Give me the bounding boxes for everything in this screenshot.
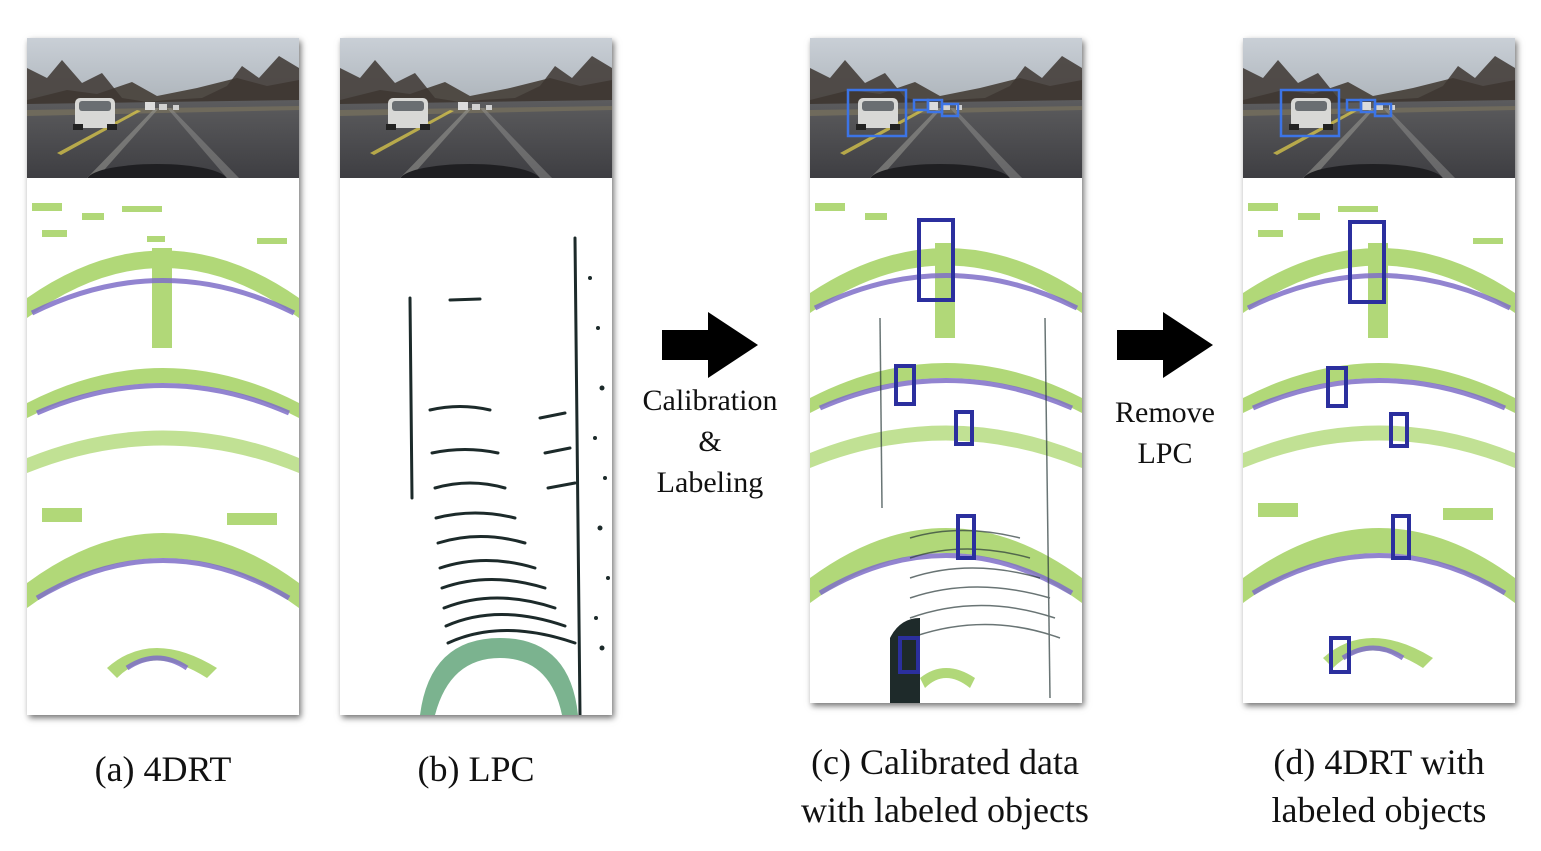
- caption-d: (d) 4DRT with labeled objects: [1229, 738, 1529, 834]
- caption-line: labeled objects: [1271, 790, 1487, 830]
- panel-4drt-labeled: [1243, 38, 1515, 703]
- arrow-label-line: Labeling: [656, 466, 764, 499]
- radar-tensor-bev: [27, 203, 299, 678]
- lidar-point-cloud-bev: [408, 236, 610, 715]
- caption-line: (a) 4DRT: [94, 749, 232, 789]
- calibration-labeling-arrow: Calibration & Labeling: [630, 310, 790, 503]
- remove-lpc-arrow: Remove LPC: [1095, 310, 1235, 474]
- caption-b: (b) LPC: [340, 745, 612, 793]
- caption-c: (c) Calibrated data with labeled objects: [775, 738, 1115, 834]
- caption-line: (b) LPC: [417, 749, 535, 789]
- arrow-label-line: Calibration: [642, 384, 778, 417]
- caption-line: (c) Calibrated data: [811, 742, 1079, 782]
- arrow-label-line: &: [698, 425, 722, 458]
- right-arrow-icon: [1117, 312, 1213, 378]
- radar-tensor-bev: [1243, 203, 1515, 674]
- caption-a: (a) 4DRT: [27, 745, 299, 793]
- arrow-label-line: Remove: [1115, 396, 1215, 429]
- camera-image: [340, 38, 612, 178]
- panel-4drt: [27, 38, 299, 715]
- camera-image: [810, 38, 1082, 178]
- arrow-label: Remove LPC: [1095, 392, 1235, 474]
- panel-calibrated: [810, 38, 1082, 703]
- right-arrow-icon: [662, 312, 758, 378]
- calibrated-bev: [810, 203, 1082, 703]
- caption-line: with labeled objects: [801, 790, 1089, 830]
- caption-line: (d) 4DRT with: [1273, 742, 1485, 782]
- panel-lpc: [340, 38, 612, 715]
- arrow-label-line: LPC: [1137, 437, 1193, 470]
- camera-image: [27, 38, 299, 178]
- arrow-label: Calibration & Labeling: [630, 380, 790, 503]
- camera-image: [1243, 38, 1515, 178]
